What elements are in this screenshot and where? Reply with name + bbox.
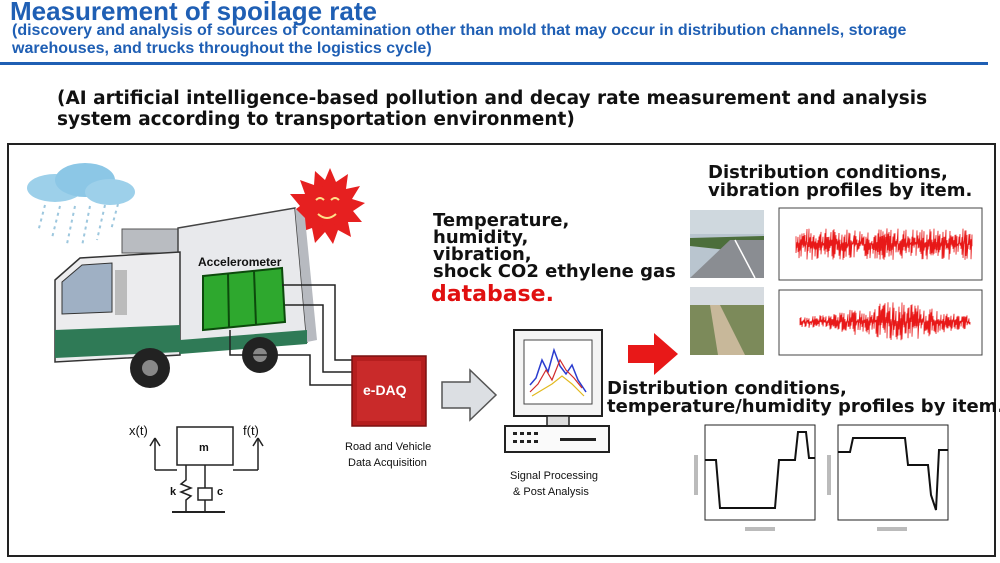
flow-arrow-icon: [441, 368, 498, 422]
diagram-frame: [7, 143, 996, 557]
vibration-title-2: vibration profiles by item.: [708, 180, 973, 201]
vibration-chart-1: [778, 207, 983, 281]
damper-c-label: c: [217, 486, 223, 498]
truck-image: Accelerometer: [54, 207, 317, 388]
rain-cloud-icon: [27, 163, 135, 247]
temp-title-1: Distribution conditions,: [607, 378, 847, 399]
edaq-label: e-DAQ: [363, 382, 407, 398]
header-rule: [0, 62, 988, 65]
road-photo-highway: [690, 210, 764, 279]
page-subtitle: (discovery and analysis of sources of co…: [12, 22, 907, 57]
spring-f-label: f(t): [243, 423, 259, 438]
temperature-chart: [694, 424, 816, 531]
edaq-device: e-DAQ Road and Vehicle Data Acquisition: [345, 355, 431, 469]
page-title: Measurement of spoilage rate: [10, 0, 377, 26]
temp-title-2: temperature/humidity profiles by item.: [607, 396, 1000, 417]
accelerometer-label: Accelerometer: [198, 255, 282, 269]
connection-lines: [229, 284, 352, 386]
humidity-chart: [827, 424, 949, 531]
spring-x-label: x(t): [129, 423, 148, 438]
sensors-line-4: shock CO2 ethylene gas: [433, 261, 676, 282]
result-arrow-icon: [628, 333, 678, 375]
spring-mass-model: x(t) f(t) m k c: [129, 423, 264, 513]
vibration-chart-2: [778, 289, 983, 356]
header: Measurement of spoilage rate (discovery …: [0, 0, 1000, 66]
vibration-title-1: Distribution conditions,: [708, 162, 948, 183]
sensors-line-1: Temperature,: [433, 210, 570, 231]
sensors-line-3: vibration,: [433, 244, 532, 265]
edaq-caption-1: Road and Vehicle: [345, 441, 431, 453]
edaq-caption-2: Data Acquisition: [348, 457, 427, 469]
computer-icon: Signal Processing & Post Analysis: [504, 329, 610, 498]
mass-label: m: [199, 442, 209, 454]
sensors-line-2: humidity,: [433, 227, 529, 248]
road-photo-rural: [690, 287, 764, 355]
database-label: database.: [431, 282, 554, 307]
sun-icon: [288, 168, 365, 244]
spring-k-label: k: [170, 486, 177, 498]
signal-caption-2: & Post Analysis: [513, 486, 589, 498]
signal-caption-1: Signal Processing: [510, 470, 598, 482]
system-caption: (AI artificial intelligence-based pollut…: [57, 88, 928, 130]
